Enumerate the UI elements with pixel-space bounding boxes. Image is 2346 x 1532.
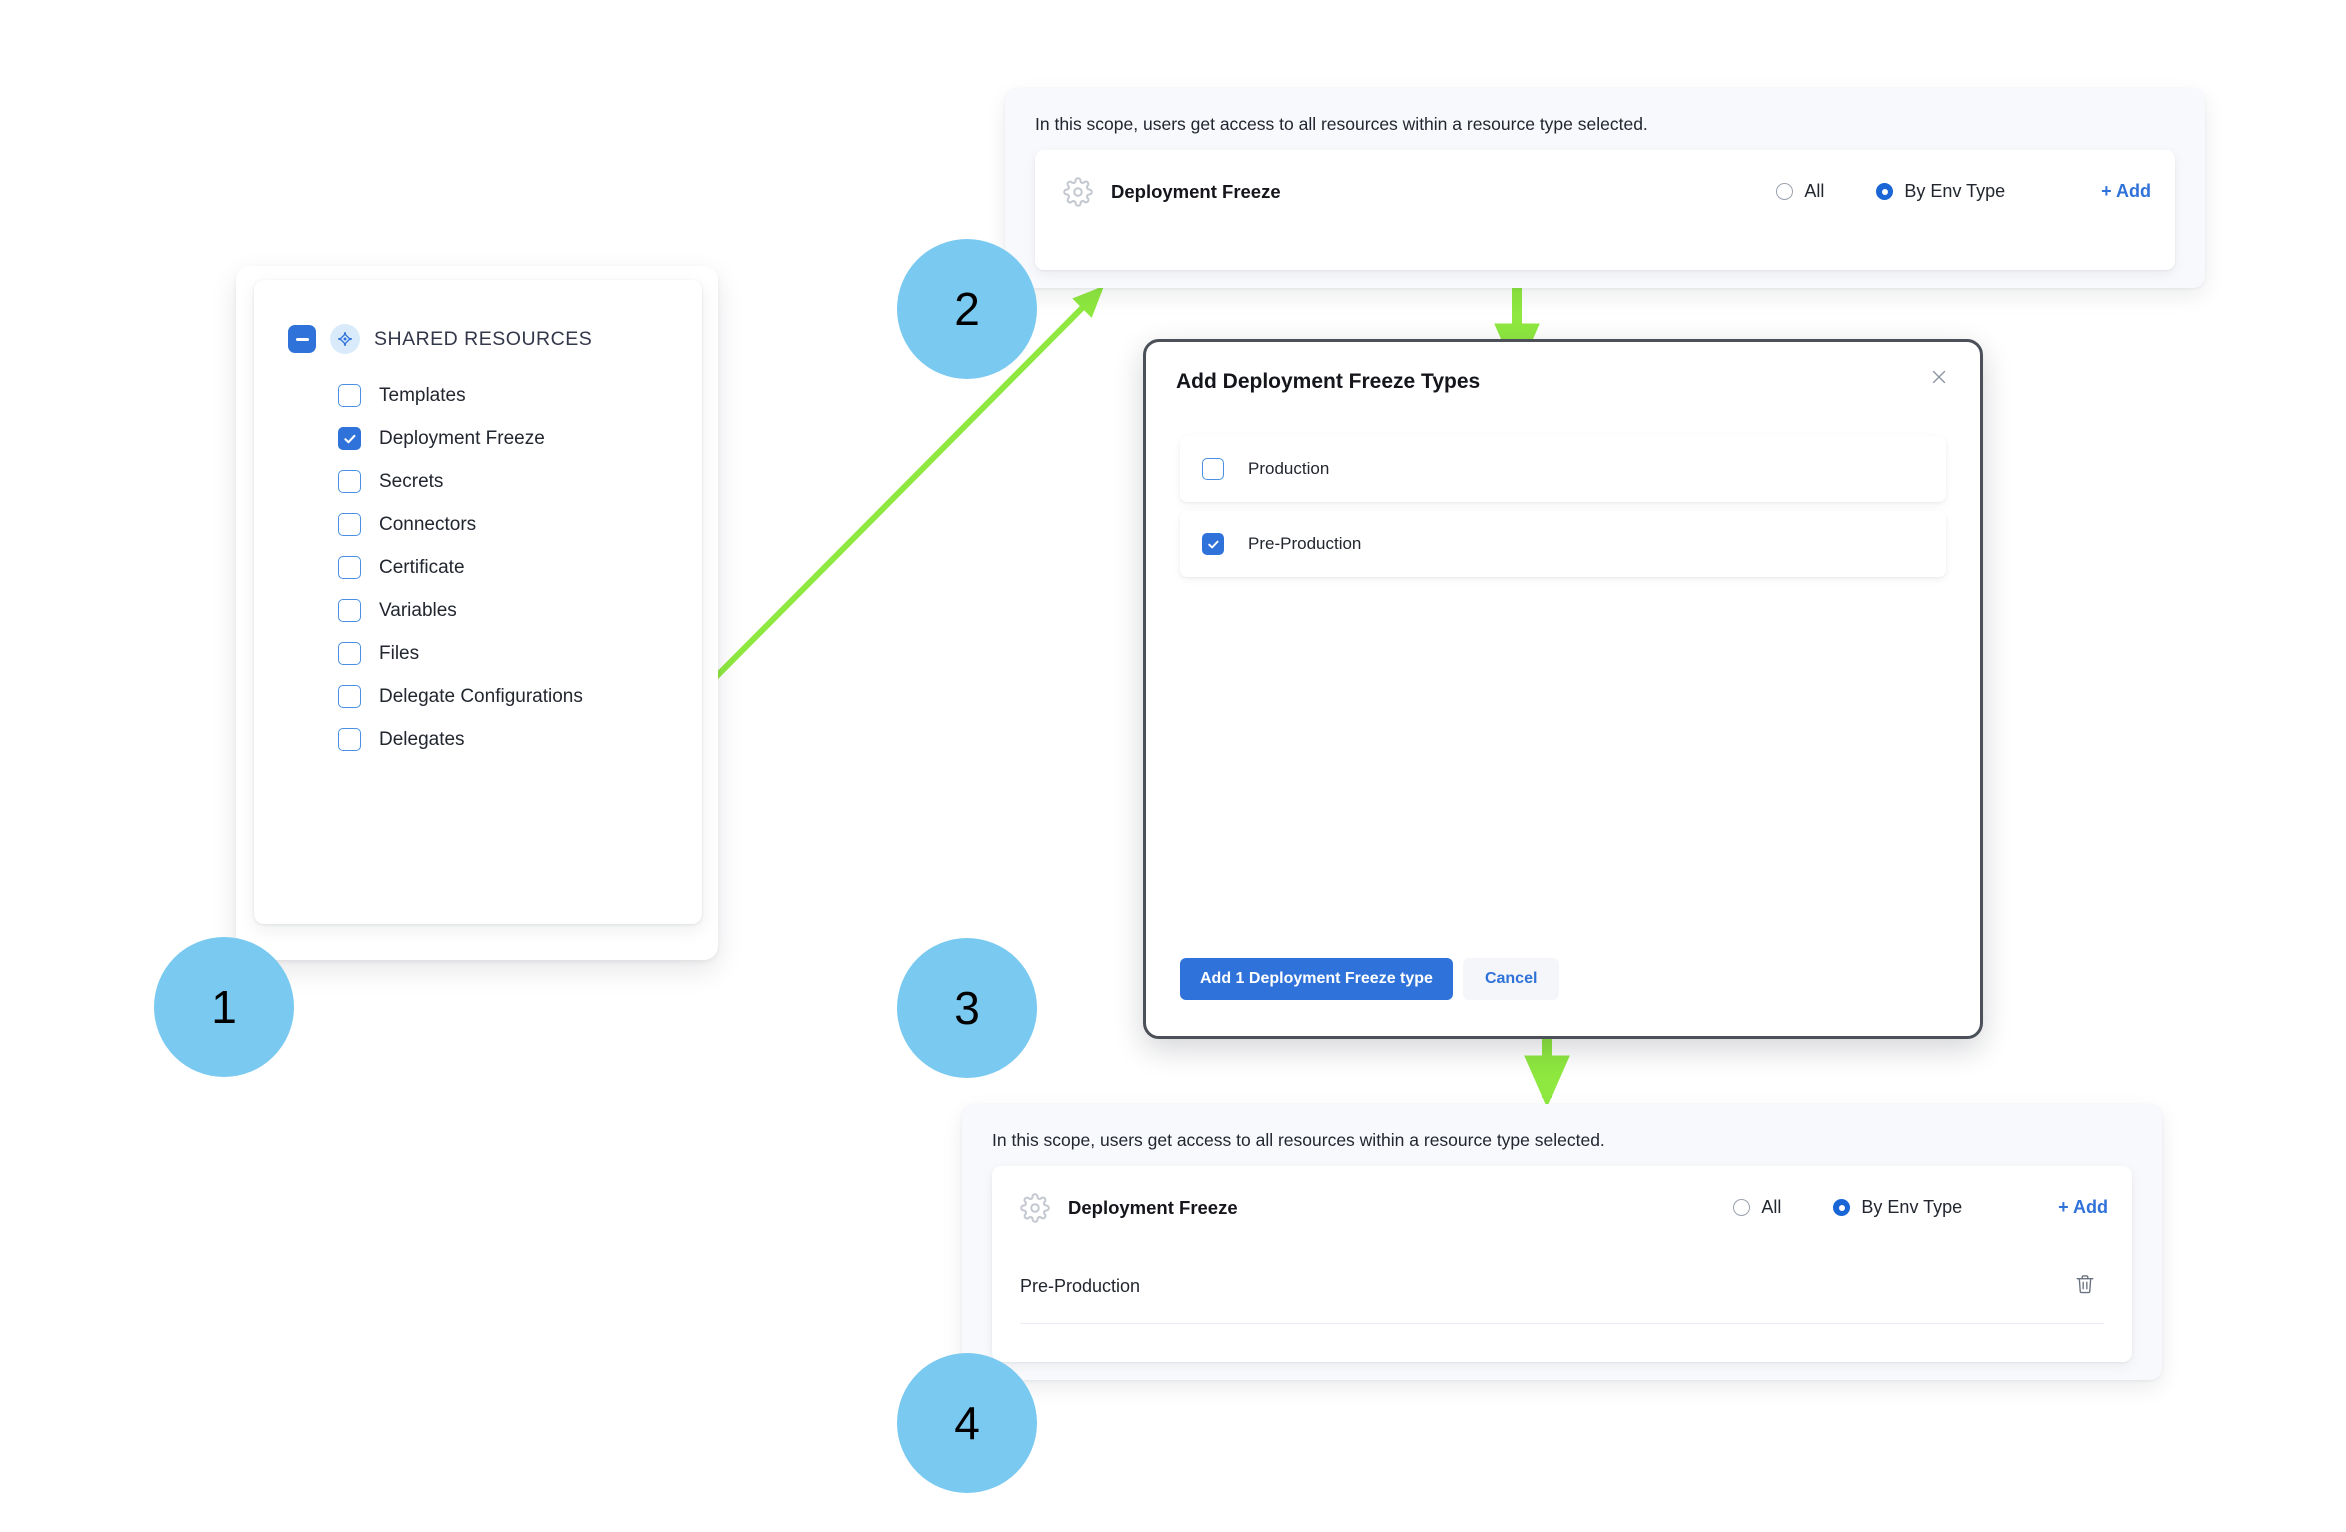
resource-type-card: Deployment Freeze All By Env Type + Add … bbox=[992, 1166, 2132, 1362]
shared-resources-title: SHARED RESOURCES bbox=[374, 327, 593, 350]
checkbox-unchecked-icon[interactable] bbox=[338, 384, 361, 407]
tree-item-label: Secrets bbox=[379, 470, 444, 492]
arrow-1-to-2 bbox=[687, 286, 1104, 706]
resource-type-title: Deployment Freeze bbox=[1068, 1196, 1238, 1218]
env-type-label: Pre-Production bbox=[1248, 534, 1362, 553]
tree-item-label: Templates bbox=[379, 384, 466, 406]
gear-icon bbox=[1020, 1192, 1050, 1223]
tree-item-templates[interactable]: Templates bbox=[338, 374, 702, 417]
add-link[interactable]: + Add bbox=[2058, 1197, 2108, 1217]
step-badge-1: 1 bbox=[154, 937, 294, 1077]
tree-item-label: Delegate Configurations bbox=[379, 685, 583, 707]
selected-value-actions bbox=[2074, 1273, 2104, 1300]
checkbox-unchecked-icon[interactable] bbox=[338, 685, 361, 708]
selected-value-row: Pre-Production bbox=[1020, 1249, 2104, 1324]
shared-resources-inner: SHARED RESOURCES Templates Deployment Fr… bbox=[254, 280, 702, 924]
shared-resources-list: Templates Deployment Freeze Secrets bbox=[254, 374, 702, 761]
tree-item-deployment-freeze[interactable]: Deployment Freeze bbox=[338, 417, 702, 460]
gear-icon bbox=[1063, 176, 1093, 207]
resource-type-row: Deployment Freeze All By Env Type + Add bbox=[992, 1166, 2132, 1249]
radio-selected-icon[interactable] bbox=[1833, 1199, 1851, 1216]
env-type-item-production[interactable]: Production bbox=[1180, 436, 1946, 502]
modal-title: Add Deployment Freeze Types bbox=[1176, 370, 1481, 393]
resource-type-row: Deployment Freeze All By Env Type + Add bbox=[1035, 150, 2175, 233]
scope-note: In this scope, users get access to all r… bbox=[1035, 114, 1648, 134]
radio-label: All bbox=[1804, 181, 1825, 201]
scope-panel-after: In this scope, users get access to all r… bbox=[962, 1104, 2162, 1380]
trash-icon[interactable] bbox=[2074, 1273, 2096, 1300]
env-type-item-pre-production[interactable]: Pre-Production bbox=[1180, 511, 1946, 577]
tree-item-label: Files bbox=[379, 642, 420, 664]
close-icon[interactable] bbox=[1922, 360, 1956, 394]
resource-type-title: Deployment Freeze bbox=[1111, 180, 1281, 202]
scope-controls: All By Env Type + Add bbox=[1724, 181, 2175, 202]
tree-item-delegates[interactable]: Delegates bbox=[338, 718, 702, 761]
scope-panel-before: In this scope, users get access to all r… bbox=[1005, 88, 2205, 288]
tree-item-variables[interactable]: Variables bbox=[338, 589, 702, 632]
env-type-label: Production bbox=[1248, 459, 1330, 478]
radio-unselected-icon[interactable] bbox=[1733, 1199, 1751, 1216]
cancel-button[interactable]: Cancel bbox=[1462, 958, 1560, 1000]
add-link[interactable]: + Add bbox=[2101, 181, 2151, 201]
tree-item-label: Variables bbox=[379, 599, 457, 621]
shared-resources-icon bbox=[330, 324, 360, 354]
step-badge-3: 3 bbox=[897, 938, 1037, 1078]
tree-item-files[interactable]: Files bbox=[338, 632, 702, 675]
scope-controls: All By Env Type + Add bbox=[1681, 1197, 2132, 1218]
add-deployment-freeze-types-modal: Add Deployment Freeze Types Production P… bbox=[1143, 339, 1983, 1039]
checkbox-unchecked-icon[interactable] bbox=[338, 642, 361, 665]
add-types-button[interactable]: Add 1 Deployment Freeze type bbox=[1180, 958, 1453, 1000]
shared-resources-card: SHARED RESOURCES Templates Deployment Fr… bbox=[236, 266, 718, 960]
scope-note: In this scope, users get access to all r… bbox=[992, 1130, 1605, 1150]
radio-option-by-env-type[interactable]: By Env Type bbox=[1833, 1197, 1962, 1218]
radio-label: By Env Type bbox=[1861, 1197, 1963, 1217]
checkbox-unchecked-icon[interactable] bbox=[338, 728, 361, 751]
env-type-list: Production Pre-Production bbox=[1180, 436, 1946, 586]
radio-label: All bbox=[1761, 1197, 1782, 1217]
radio-unselected-icon[interactable] bbox=[1776, 183, 1794, 200]
tree-item-label: Certificate bbox=[379, 556, 465, 578]
checkbox-unchecked-icon[interactable] bbox=[338, 599, 361, 622]
tree-item-label: Connectors bbox=[379, 513, 477, 535]
step-badge-2: 2 bbox=[897, 239, 1037, 379]
checkbox-checked-icon[interactable] bbox=[1202, 533, 1224, 555]
radio-option-by-env-type[interactable]: By Env Type bbox=[1876, 181, 2005, 202]
radio-label: By Env Type bbox=[1904, 181, 2006, 201]
tree-item-connectors[interactable]: Connectors bbox=[338, 503, 702, 546]
step-badge-4: 4 bbox=[897, 1353, 1037, 1493]
radio-selected-icon[interactable] bbox=[1876, 183, 1894, 200]
tree-item-secrets[interactable]: Secrets bbox=[338, 460, 702, 503]
resource-type-card: Deployment Freeze All By Env Type + Add bbox=[1035, 150, 2175, 270]
tree-item-certificate[interactable]: Certificate bbox=[338, 546, 702, 589]
checkbox-unchecked-icon[interactable] bbox=[1202, 458, 1224, 480]
checkbox-unchecked-icon[interactable] bbox=[338, 556, 361, 579]
radio-option-all[interactable]: All bbox=[1776, 181, 1824, 202]
modal-footer: Add 1 Deployment Freeze type Cancel bbox=[1180, 958, 1560, 1000]
shared-resources-header[interactable]: SHARED RESOURCES bbox=[254, 280, 702, 354]
checkbox-unchecked-icon[interactable] bbox=[338, 513, 361, 536]
minus-square-icon[interactable] bbox=[288, 325, 316, 353]
tree-item-delegate-configurations[interactable]: Delegate Configurations bbox=[338, 675, 702, 718]
checkbox-checked-icon[interactable] bbox=[338, 427, 361, 450]
tree-item-label: Deployment Freeze bbox=[379, 427, 545, 449]
selected-value-label: Pre-Production bbox=[1020, 1275, 1141, 1296]
tree-item-label: Delegates bbox=[379, 728, 465, 750]
checkbox-unchecked-icon[interactable] bbox=[338, 470, 361, 493]
radio-option-all[interactable]: All bbox=[1733, 1197, 1781, 1218]
